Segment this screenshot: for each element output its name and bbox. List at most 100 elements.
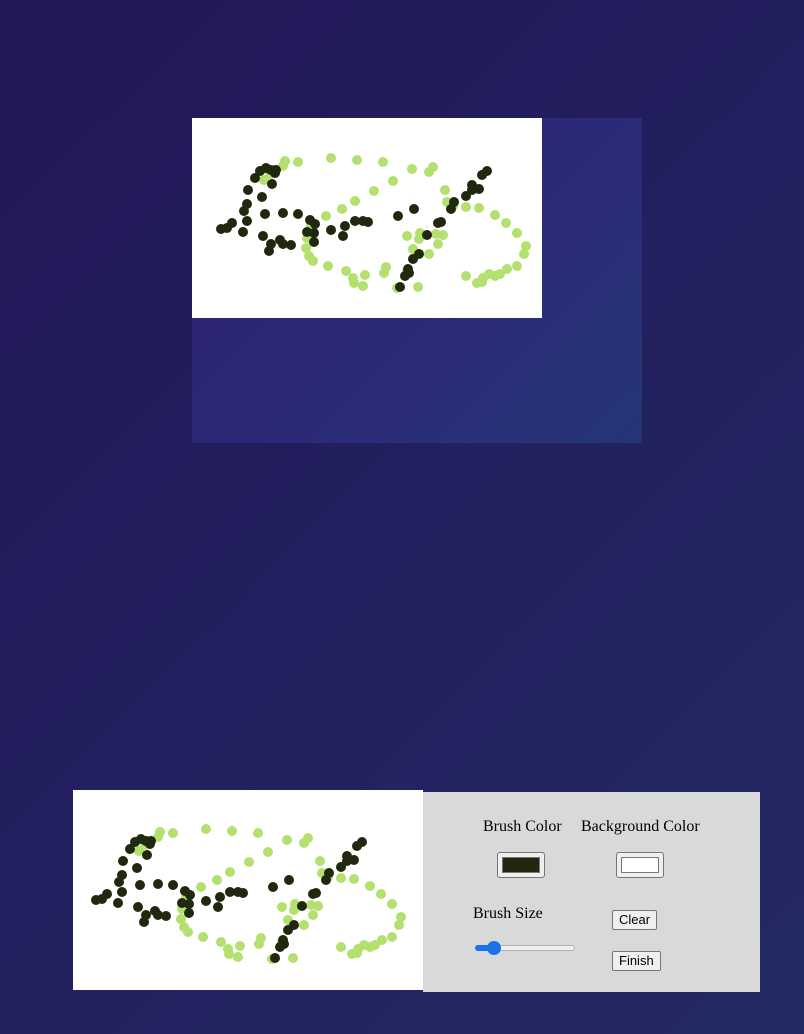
brush-dot-dark xyxy=(132,863,142,873)
brush-dot-light xyxy=(369,186,379,196)
brush-dot-light xyxy=(216,937,226,947)
brush-dot-dark xyxy=(278,239,288,249)
brush-dot-light xyxy=(326,153,336,163)
brush-dot-dark xyxy=(350,216,360,226)
brush-dot-light xyxy=(196,882,206,892)
brush-dot-dark xyxy=(286,240,296,250)
brush-dot-dark xyxy=(185,890,195,900)
brush-dot-light xyxy=(288,953,298,963)
brush-dot-light xyxy=(233,952,243,962)
brush-dot-dark xyxy=(177,898,187,908)
brush-color-label: Brush Color xyxy=(483,818,562,835)
brush-dot-light xyxy=(376,889,386,899)
brush-dot-light xyxy=(253,828,263,838)
background-color-label: Background Color xyxy=(581,818,700,835)
brush-dot-dark xyxy=(258,231,268,241)
brush-dot-light xyxy=(308,910,318,920)
brush-dot-dark xyxy=(342,851,352,861)
control-panel: Brush Color Background Color Brush Size … xyxy=(423,792,760,992)
brush-dot-dark xyxy=(340,221,350,231)
brush-dot-dark xyxy=(225,887,235,897)
brush-dot-dark xyxy=(153,910,163,920)
brush-dot-dark xyxy=(338,231,348,241)
brush-dot-light xyxy=(337,204,347,214)
brush-dot-dark xyxy=(395,282,405,292)
brush-dot-dark xyxy=(243,185,253,195)
brush-dot-dark xyxy=(267,179,277,189)
brush-dot-light xyxy=(521,241,531,251)
brush-dot-dark xyxy=(133,902,143,912)
drawing-canvas[interactable] xyxy=(73,790,423,990)
brush-dot-light xyxy=(501,218,511,228)
brush-dot-light xyxy=(358,281,368,291)
brush-dot-dark xyxy=(238,888,248,898)
clear-button[interactable]: Clear xyxy=(612,910,658,930)
brush-dot-dark xyxy=(433,218,443,228)
brush-dot-light xyxy=(244,857,254,867)
brush-dot-light xyxy=(315,856,325,866)
slider-thumb[interactable] xyxy=(487,941,502,955)
brush-dot-light xyxy=(428,162,438,172)
brush-size-label: Brush Size xyxy=(473,905,543,922)
brush-dot-dark xyxy=(297,901,307,911)
brush-color-picker[interactable] xyxy=(497,852,545,878)
brush-dot-dark xyxy=(326,225,336,235)
brush-dot-light xyxy=(201,824,211,834)
brush-dot-light xyxy=(424,249,434,259)
brush-dot-dark xyxy=(270,168,280,178)
brush-dot-dark xyxy=(309,237,319,247)
brush-dot-dark xyxy=(238,227,248,237)
brush-size-slider[interactable] xyxy=(475,940,575,956)
brush-dot-dark xyxy=(357,837,367,847)
brush-dot-dark xyxy=(408,254,418,264)
brush-dot-dark xyxy=(302,227,312,237)
brush-dot-light xyxy=(301,243,311,253)
brush-dot-light xyxy=(349,874,359,884)
background-color-swatch xyxy=(621,857,659,873)
brush-dot-light xyxy=(377,935,387,945)
brush-dot-light xyxy=(519,249,529,259)
brush-dot-light xyxy=(323,261,333,271)
brush-dot-dark xyxy=(153,879,163,889)
brush-dot-dark xyxy=(125,844,135,854)
brush-dot-light xyxy=(176,914,186,924)
brush-dot-dark xyxy=(363,217,373,227)
drawing-strokes xyxy=(91,824,406,964)
brush-dot-dark xyxy=(268,882,278,892)
brush-dot-light xyxy=(350,196,360,206)
brush-dot-light xyxy=(212,875,222,885)
brush-dot-light xyxy=(336,873,346,883)
brush-dot-dark xyxy=(161,911,171,921)
brush-dot-light xyxy=(336,942,346,952)
brush-dot-light xyxy=(293,157,303,167)
brush-dot-dark xyxy=(184,908,194,918)
brush-dot-dark xyxy=(404,268,414,278)
brush-dot-light xyxy=(387,899,397,909)
brush-dot-dark xyxy=(227,218,237,228)
brush-dot-light xyxy=(394,920,404,930)
finish-button[interactable]: Finish xyxy=(612,951,661,971)
brush-dot-light xyxy=(512,261,522,271)
brush-dot-light xyxy=(433,239,443,249)
brush-dot-dark xyxy=(422,230,432,240)
brush-dot-light xyxy=(407,164,417,174)
brush-dot-light xyxy=(321,211,331,221)
brush-dot-dark xyxy=(168,880,178,890)
brush-dot-dark xyxy=(135,880,145,890)
brush-dot-dark xyxy=(242,216,252,226)
brush-dot-dark xyxy=(260,209,270,219)
brush-dot-dark xyxy=(257,192,267,202)
brush-dot-light xyxy=(387,932,397,942)
brush-dot-light xyxy=(224,949,234,959)
brush-dot-dark xyxy=(117,887,127,897)
brush-dot-light xyxy=(349,278,359,288)
brush-dot-light xyxy=(352,155,362,165)
brush-dot-dark xyxy=(310,219,320,229)
background-color-picker[interactable] xyxy=(616,852,664,878)
brush-dot-dark xyxy=(264,246,274,256)
brush-dot-light xyxy=(438,230,448,240)
brush-dot-dark xyxy=(215,892,225,902)
brush-dot-light xyxy=(490,210,500,220)
brush-dot-dark xyxy=(308,889,318,899)
brush-dot-light xyxy=(168,828,178,838)
